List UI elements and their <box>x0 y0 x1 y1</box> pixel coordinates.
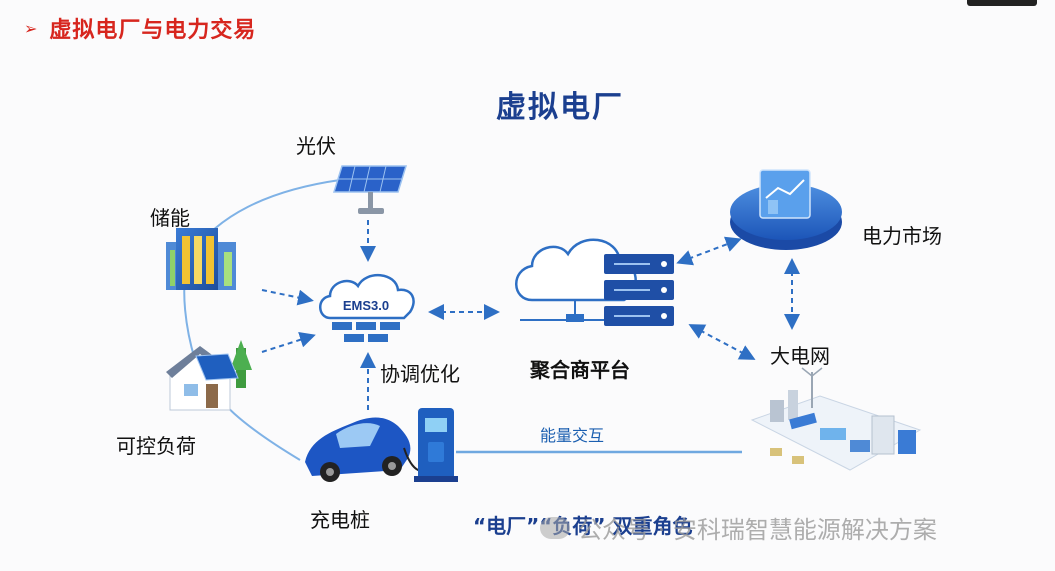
energy-interaction-label: 能量交互 <box>540 426 605 445</box>
diagram-title: 虚拟电厂 <box>496 90 624 125</box>
ems-cloud-icon <box>319 273 415 342</box>
arrow-aggregator-market <box>676 236 742 266</box>
watermark-text: 公众号 · 安科瑞智慧能源解决方案 <box>578 516 937 544</box>
wechat-icon <box>540 516 570 539</box>
arrow-storage-ems <box>261 289 314 306</box>
corner-mark <box>967 0 1037 6</box>
power-market-icon <box>730 169 842 250</box>
power-grid-scene-icon <box>750 367 922 471</box>
watermark: 公众号 · 安科瑞智慧能源解决方案 <box>540 510 937 545</box>
bullet-arrow-icon: ➢ <box>24 18 38 38</box>
house-icon <box>166 340 252 411</box>
label-pv: 光伏 <box>296 134 336 158</box>
label-controllable-load: 可控负荷 <box>116 434 196 458</box>
charging-station-icon <box>414 408 458 482</box>
section-title: 虚拟电厂与电力交易 <box>49 18 257 43</box>
label-charging-pile: 充电桩 <box>310 508 370 532</box>
ems-label: EMS3.0 <box>343 298 389 313</box>
label-grid: 大电网 <box>770 344 830 368</box>
arrow-load-ems <box>261 332 316 353</box>
aggregator-platform-icon <box>515 238 674 326</box>
label-coordination: 协调优化 <box>380 362 460 386</box>
ev-car-icon <box>305 417 433 482</box>
arrow-aggregator-grid <box>688 324 756 360</box>
label-storage: 储能 <box>150 206 190 230</box>
dual-role-caption: “电厂”“负荷” 双重角色 <box>473 514 693 538</box>
section-header: ➢ 虚拟电厂与电力交易 <box>24 12 256 44</box>
label-power-market: 电力市场 <box>862 224 942 248</box>
solar-panel-icon <box>332 165 408 214</box>
label-aggregator: 聚合商平台 <box>530 358 630 382</box>
resource-arc <box>183 179 341 461</box>
storage-building-icon <box>166 228 236 290</box>
